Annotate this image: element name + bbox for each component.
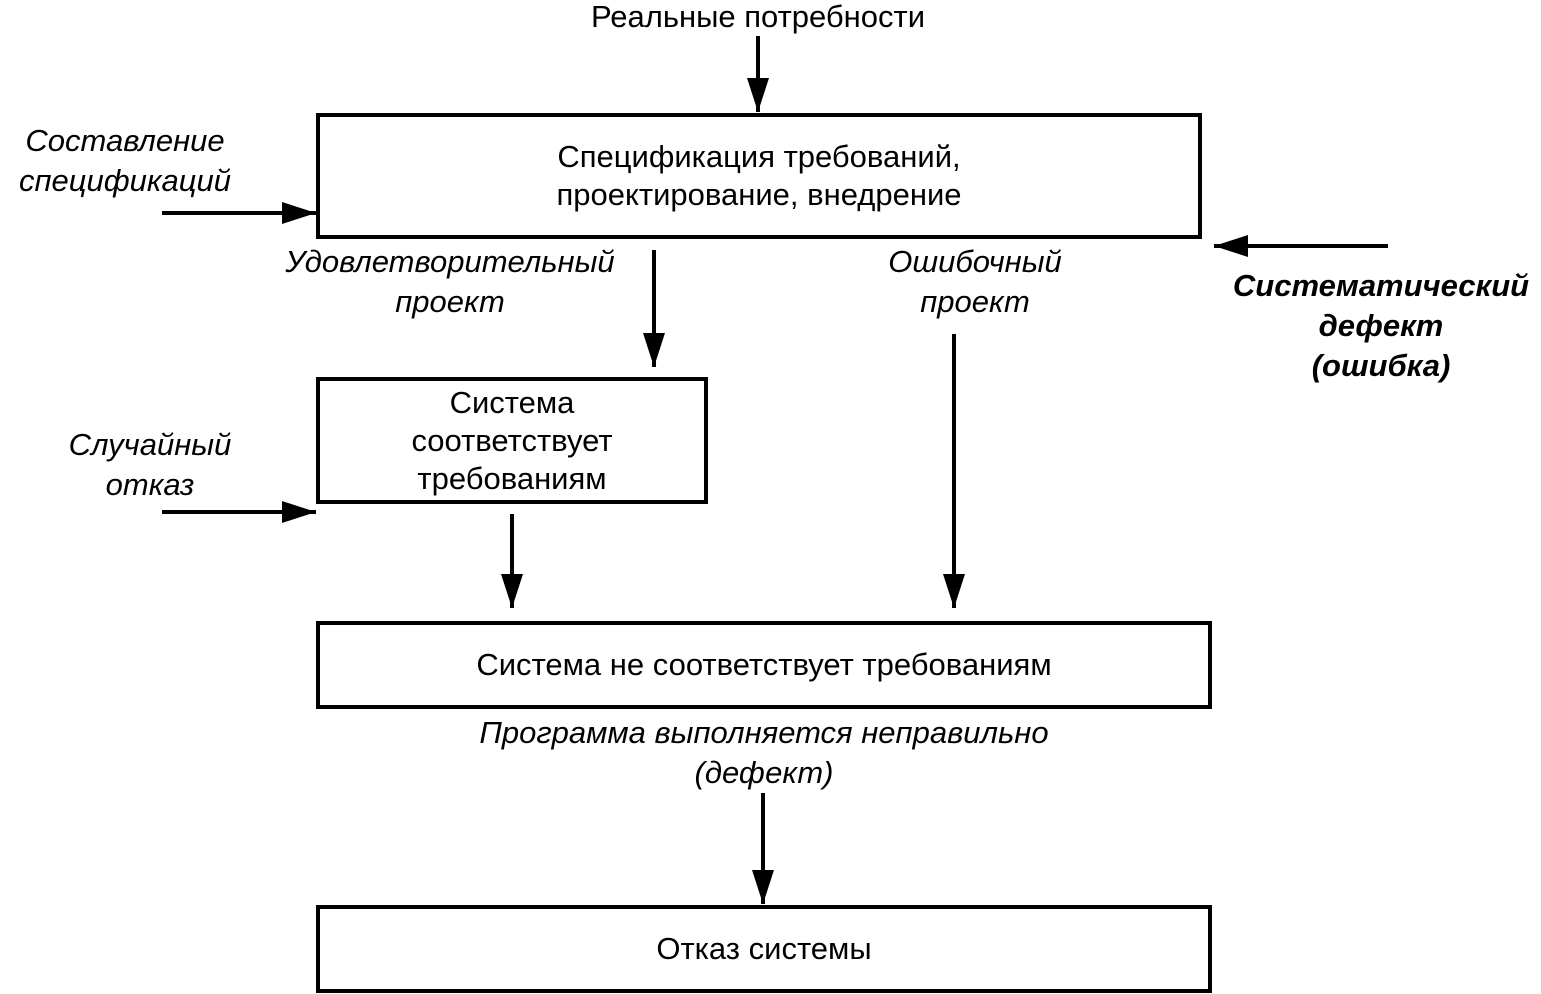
- system-not-meets-box: Система не соответствует требованиям: [316, 621, 1212, 709]
- satisfactory-line-2: проект: [395, 284, 505, 319]
- meets-line-2: соответствует: [411, 422, 613, 458]
- system-meets-box: Система соответствует требованиям: [316, 377, 708, 504]
- real-needs-label: Реальные потребности: [590, 0, 926, 34]
- incorrect-execution-label: Программа выполняется неправильно (дефек…: [400, 713, 1128, 793]
- erroneous-line-2: проект: [920, 284, 1030, 319]
- spec-compilation-label: Составление спецификаций: [0, 121, 250, 201]
- systematic-line-3: (ошибка): [1311, 348, 1451, 383]
- systematic-line-1: Систематический: [1232, 268, 1530, 303]
- spec-compilation-line-2: спецификаций: [19, 163, 231, 198]
- not-meets-text: Система не соответствует требованиям: [476, 647, 1052, 682]
- random-line-2: отказ: [105, 467, 195, 502]
- failure-text: Отказ системы: [656, 931, 872, 966]
- satisfactory-design-label: Удовлетворительный проект: [250, 242, 650, 322]
- spec-design-box: Спецификация требований, проектирование,…: [316, 113, 1202, 239]
- incorrect-line-1: Программа выполняется неправильно: [479, 715, 1049, 750]
- random-failure-label: Случайный отказ: [40, 425, 260, 505]
- systematic-defect-label: Систематический дефект (ошибка): [1222, 266, 1540, 386]
- system-failure-box: Отказ системы: [316, 905, 1212, 993]
- meets-line-1: Система: [449, 384, 575, 420]
- incorrect-line-2: (дефект): [694, 755, 834, 790]
- systematic-line-2: дефект: [1318, 308, 1444, 343]
- satisfactory-line-1: Удовлетворительный: [285, 244, 615, 279]
- spec-line-2: проектирование, внедрение: [556, 177, 962, 212]
- erroneous-design-label: Ошибочный проект: [850, 242, 1100, 322]
- spec-line-1: Спецификация требований,: [557, 139, 961, 174]
- random-line-1: Случайный: [68, 427, 232, 462]
- erroneous-line-1: Ошибочный: [888, 244, 1062, 279]
- spec-compilation-line-1: Составление: [25, 123, 225, 158]
- meets-line-3: требованиям: [417, 460, 607, 496]
